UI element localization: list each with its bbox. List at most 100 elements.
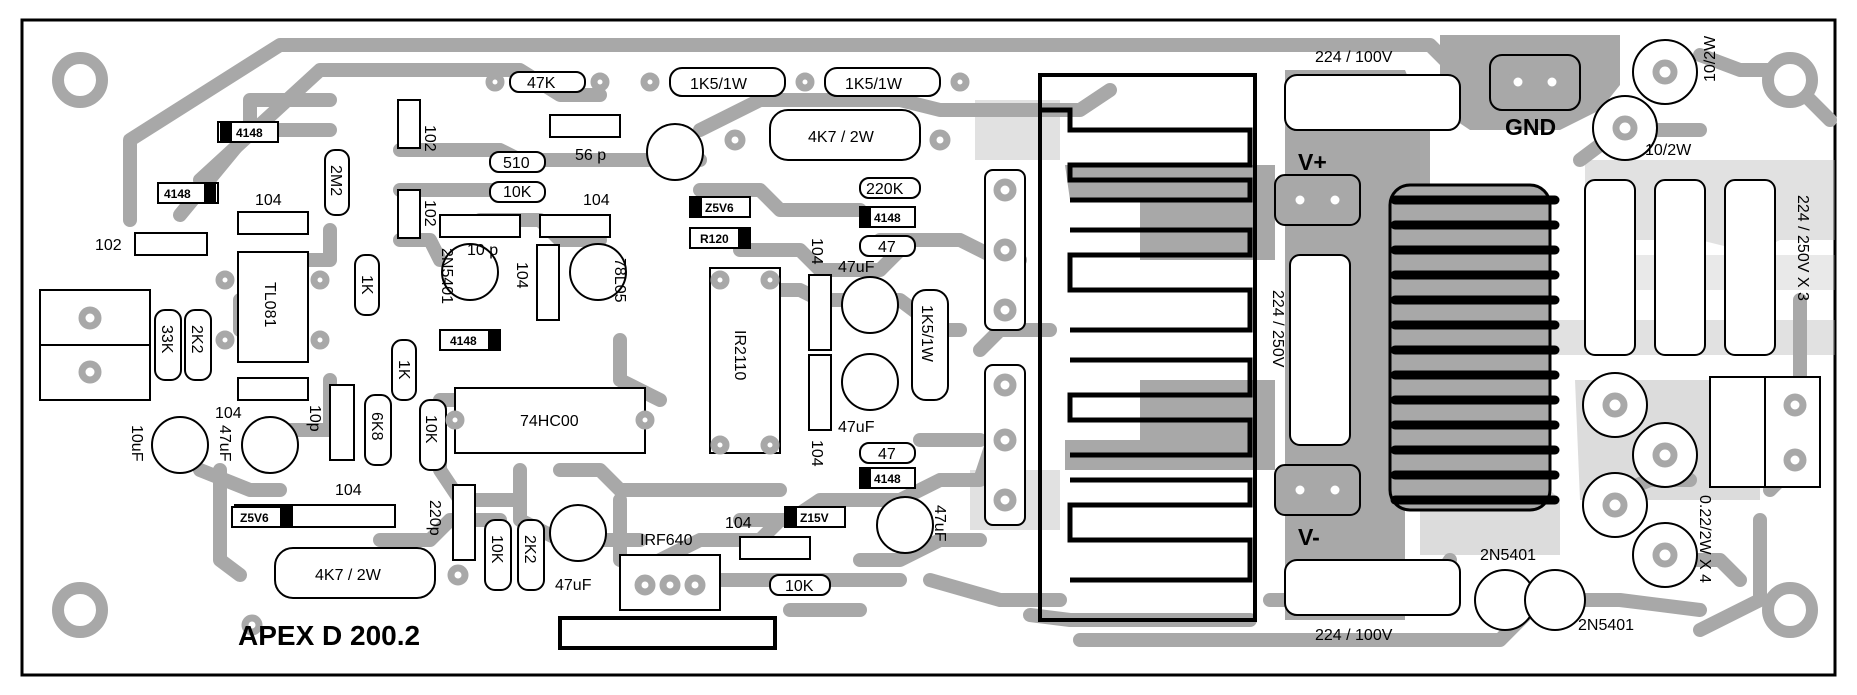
r1k5b-body (824, 67, 941, 97)
label-c102b: 102 (421, 200, 438, 227)
label-c104c: 104 (513, 262, 530, 289)
label-c224_250: 224 / 250V (1269, 290, 1286, 368)
label-irf640: IRF640 (640, 532, 693, 549)
c104c-body (536, 244, 560, 321)
label-r1kb: 1K (395, 360, 412, 380)
r2m2-body (324, 149, 350, 216)
r2k2b-body (517, 519, 545, 591)
c104d-body (237, 377, 309, 401)
c47uf-e-body (549, 504, 607, 562)
power-stage (984, 73, 1560, 622)
label-r4k7bot: 4K7 / 2W (315, 567, 382, 584)
c47uf-d-body (876, 496, 934, 554)
label-c47uf-b: 47uF (838, 419, 875, 436)
c102a-body (397, 99, 421, 149)
r510-body (489, 151, 546, 173)
label-u081: TL081 (261, 282, 278, 327)
q2n5401c-body (1524, 569, 1586, 631)
u7805-body (569, 243, 627, 301)
label-c104h: 104 (725, 515, 752, 532)
label-q2n5401b: 2N5401 (1480, 547, 1536, 564)
label-z5v6b: Z5V6 (240, 511, 269, 525)
mount-hole-br (1762, 582, 1818, 638)
label-vminus: V- (1298, 524, 1320, 550)
r47k-body (509, 71, 586, 93)
r33k-body (154, 309, 182, 381)
heatsink-outline (1038, 73, 1257, 622)
label-u74hc00: 74HC00 (520, 413, 579, 430)
label-q2n5401a: 2N5401 (438, 248, 455, 304)
r220k-body (859, 177, 921, 199)
label-r10ka: 10K (503, 184, 532, 201)
c104h-body (739, 536, 811, 560)
c224x3-b-body (1654, 179, 1706, 356)
label-c10pa: 10 p (467, 242, 498, 259)
r10kd-body (769, 574, 831, 596)
r6k8-body (364, 394, 392, 466)
r1kb-body (391, 339, 417, 401)
label-c47uf-e: 47uF (555, 577, 592, 594)
r47a-body (859, 235, 916, 257)
label-r1k5c: 1K5/1W (918, 305, 935, 363)
label-c102a: 102 (421, 125, 438, 152)
label-r120: R120 (700, 232, 729, 246)
silkscreen-labels: 47K 1K5/1W 1K5/1W 224 / 100V GND 10/2W 1… (95, 35, 1811, 651)
label-d4148b: 4148 (164, 187, 191, 201)
r1k5c-body (911, 289, 949, 401)
r10ka-body (489, 181, 546, 203)
pads (78, 59, 1807, 636)
c102b-body (397, 189, 421, 239)
r47b-body (859, 442, 916, 464)
ir2110-body (709, 267, 781, 454)
label-z15v: Z15V (800, 511, 829, 525)
bottom-bar (558, 616, 777, 650)
label-r47a: 47 (878, 239, 896, 256)
tl081-body (237, 251, 309, 363)
c-elec-top (646, 123, 704, 181)
c47uf-a-body (841, 276, 899, 334)
label-r2k2a: 2K2 (188, 325, 205, 354)
label-r47b: 47 (878, 446, 896, 463)
c224x3-c-body (1724, 179, 1776, 356)
label-r510: 510 (503, 155, 530, 172)
label-r10b: 10/2W (1645, 142, 1692, 159)
label-r2k2b: 2K2 (521, 535, 538, 564)
c220p-body (452, 484, 476, 561)
label-r10kb: 10K (422, 415, 439, 444)
board-title: APEX D 200.2 (238, 620, 420, 651)
mount-hole-tl (52, 52, 108, 108)
label-d4148c: 4148 (874, 211, 901, 225)
c10pb-body (329, 384, 355, 461)
d4148a-body (217, 121, 279, 143)
c224_250-body (1289, 254, 1351, 446)
label-u7805: 78L05 (611, 258, 628, 303)
label-c104a: 104 (255, 192, 282, 209)
r1ka-body (354, 254, 380, 316)
d4148b-body (157, 182, 219, 204)
c224top-body (1284, 74, 1461, 131)
r4k7top-body (769, 109, 921, 161)
label-c104f: 104 (808, 440, 825, 467)
c224bot-body (1284, 559, 1461, 616)
c104a-body (237, 211, 309, 235)
label-vplus: V+ (1298, 149, 1327, 175)
label-d4148e: 4148 (874, 472, 901, 486)
r4k7bot-body (274, 547, 436, 599)
label-c104b: 104 (583, 192, 610, 209)
label-c102c: 102 (95, 237, 122, 254)
label-q2n5401c: 2N5401 (1578, 617, 1634, 634)
label-r2m2: 2M2 (327, 165, 344, 196)
label-c56p: 56 p (575, 147, 606, 164)
mounting-holes (52, 52, 1818, 638)
label-z5v6a: Z5V6 (705, 201, 734, 215)
label-c47uf-a: 47uF (838, 259, 875, 276)
label-c220p: 220p (426, 500, 443, 536)
label-r4k7top: 4K7 / 2W (808, 129, 875, 146)
diodes (157, 121, 916, 528)
vplus-connector (1274, 174, 1361, 226)
c47uf-b-body (841, 353, 899, 411)
label-r220k: 220K (866, 181, 904, 198)
component-outlines (39, 54, 1821, 650)
mount-hole-tr (1762, 52, 1818, 108)
c56p-body (549, 114, 621, 138)
